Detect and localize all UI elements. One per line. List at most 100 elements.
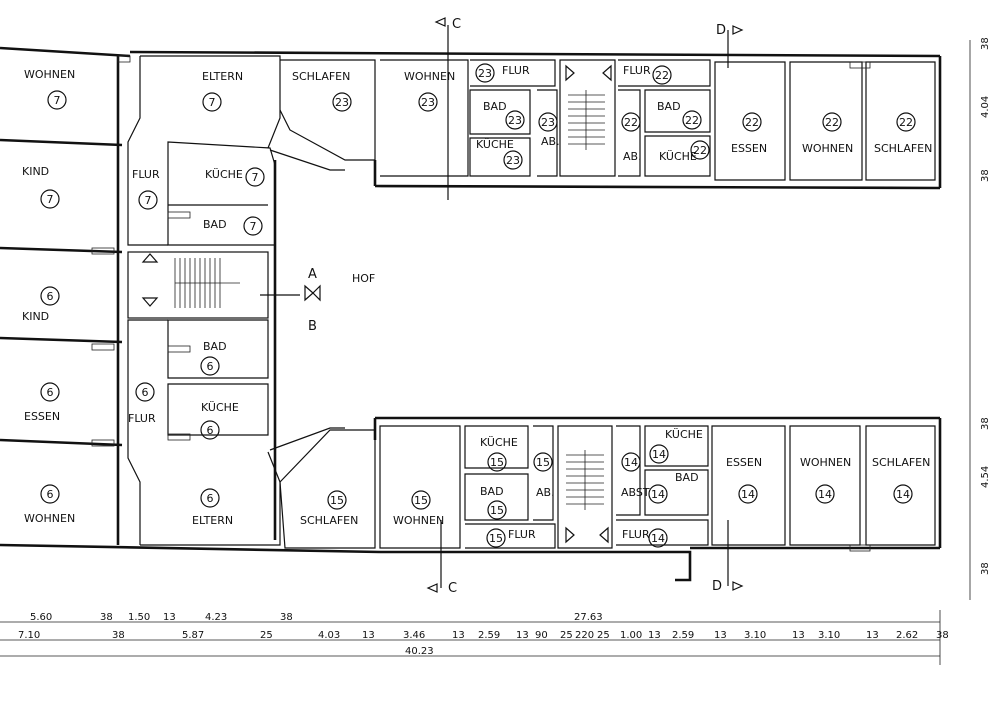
unit-number-circle <box>815 484 835 504</box>
unit-number: 22 <box>685 114 699 127</box>
unit-number: 15 <box>490 456 504 469</box>
room-label: SCHLAFEN <box>872 456 930 469</box>
dimension-value: 3.46 <box>403 630 425 641</box>
unit-number: 7 <box>54 94 61 107</box>
unit-number: 23 <box>478 67 492 80</box>
unit-number-circle <box>138 190 158 210</box>
dimension-value: 90 <box>535 630 548 641</box>
room-label: WOHNEN <box>802 142 853 155</box>
section-d-bottom-label: D <box>712 579 722 594</box>
unit-number: 14 <box>651 488 665 501</box>
unit-number: 14 <box>652 448 666 461</box>
unit-number-circle <box>893 484 913 504</box>
dimension-value: 3.10 <box>744 630 766 641</box>
unit-number: 22 <box>899 116 913 129</box>
unit-number: 22 <box>825 116 839 129</box>
dimension-value: 13 <box>452 630 465 641</box>
dimension-value: 5.60 <box>30 612 52 623</box>
unit-number: 7 <box>209 96 216 109</box>
section-b-label: B <box>308 319 317 334</box>
unit-number-circle <box>411 490 431 510</box>
room-label: ESSEN <box>731 142 767 155</box>
room-label: SCHLAFEN <box>300 514 358 527</box>
dimension-value: 13 <box>516 630 529 641</box>
room-label: KÜCHE <box>476 138 514 151</box>
dimension-value: 13 <box>714 630 727 641</box>
unit-number-circle <box>621 112 641 132</box>
unit-number-circle <box>648 484 668 504</box>
dimension-value: 4.04 <box>980 96 991 118</box>
room-label: SCHLAFEN <box>874 142 932 155</box>
unit-number: 6 <box>47 290 54 303</box>
unit-number-circle <box>40 286 60 306</box>
unit-number: 23 <box>506 154 520 167</box>
unit-number: 6 <box>142 386 149 399</box>
room-label: FLUR <box>508 528 536 541</box>
unit-number: 15 <box>414 494 428 507</box>
unit-number-circle <box>649 444 669 464</box>
room-label: AB. <box>623 150 642 163</box>
section-d-top-label: D <box>716 23 726 38</box>
dimension-value: 38 <box>100 612 113 623</box>
unit-number: 15 <box>536 456 550 469</box>
dimension-value: 7.10 <box>18 630 40 641</box>
section-a-label: A <box>308 267 317 282</box>
unit-number-circle <box>487 500 507 520</box>
unit-number: 7 <box>252 171 259 184</box>
unit-number: 6 <box>207 424 214 437</box>
section-lines <box>260 17 744 593</box>
room-label: BAD <box>203 218 227 231</box>
room-ab-22: AB. 22 <box>621 112 642 163</box>
room-label: ESSEN <box>726 456 762 469</box>
room-label: BAD <box>480 485 504 498</box>
unit-number: 23 <box>508 114 522 127</box>
unit-number-circle <box>40 189 60 209</box>
dimension-value: 38 <box>980 169 991 182</box>
room-ab-23: AB.23 <box>538 112 560 148</box>
room-label: KÜCHE <box>665 428 703 441</box>
unit-number-circle <box>40 382 60 402</box>
dimension-value: 4.23 <box>205 612 227 623</box>
dimension-value: 25 <box>560 630 573 641</box>
dimension-value: 4.54 <box>980 466 991 488</box>
room-label: KÜCHE <box>659 150 697 163</box>
unit-number: 22 <box>624 116 638 129</box>
room-label: BAD <box>657 100 681 113</box>
stairwell-left <box>127 251 269 319</box>
room-label: ABST <box>621 486 650 499</box>
unit-number-circle <box>822 112 842 132</box>
dimension-value: 220 <box>575 630 594 641</box>
room-ab-15: AB.15 <box>533 452 555 499</box>
room-label: KIND <box>22 165 49 178</box>
bottom-wing-walls <box>279 416 942 582</box>
room-label: FLUR <box>132 168 160 181</box>
dimension-value: 2.59 <box>672 630 694 641</box>
room-schlafen-22: SCHLAFEN 22 <box>874 112 932 155</box>
room-label: AB. <box>541 135 560 148</box>
unit-number-circle <box>503 150 523 170</box>
room-label: FLUR <box>623 64 651 77</box>
dimension-value: 1.50 <box>128 612 150 623</box>
unit-number-circle <box>332 92 352 112</box>
section-c-top-label: C <box>452 17 461 32</box>
unit-number-circle <box>690 140 710 160</box>
courtyard-label: HOF <box>352 272 375 285</box>
unit-number: 6 <box>47 488 54 501</box>
dimension-value: 38 <box>980 37 991 50</box>
